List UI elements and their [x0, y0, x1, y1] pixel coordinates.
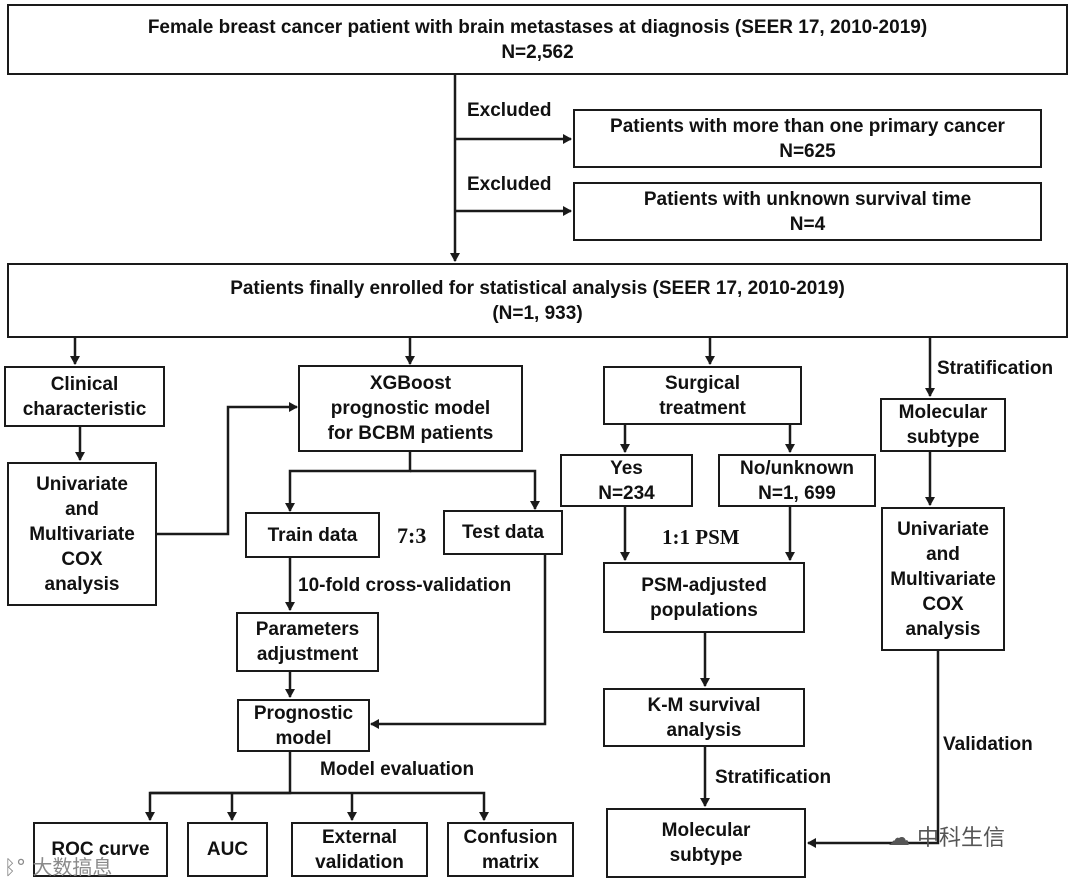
exclusion-unknown-survival-text: Patients with unknown survival time — [643, 188, 972, 210]
exclusion-unknown-survival-box: Patients with unknown survival time N=4 — [573, 182, 1042, 241]
uni-right-line-5: analysis — [905, 618, 981, 640]
molecular-subtype-right-box: Molecular subtype — [880, 398, 1006, 452]
watermark-right: ☁ 中科生信 — [888, 820, 1005, 852]
molecular-subtype-bottom-box: Molecular subtype — [606, 808, 806, 878]
surgery-no-line-2: N=1, 699 — [758, 482, 836, 504]
cohort-count: N=2,562 — [501, 41, 574, 63]
connector-uni-xgboost — [157, 402, 298, 536]
test-data-box: Test data — [443, 510, 563, 555]
enrolled-title: Patients finally enrolled for statistica… — [230, 277, 845, 299]
confusion-line-2: matrix — [481, 851, 540, 873]
connector-eval-bus — [150, 791, 489, 821]
exclusion-unknown-survival-count: N=4 — [789, 213, 826, 235]
parameters-adjustment-box: Parameters adjustment — [236, 612, 379, 672]
watermark-right-text: 中科生信 — [917, 826, 1006, 851]
validation-label: Validation — [943, 734, 1033, 755]
confusion-line-1: Confusion — [463, 826, 558, 848]
uni-right-line-1: Univariate — [897, 518, 989, 540]
external-line-2: validation — [315, 851, 404, 873]
psm-adjusted-line-2: populations — [650, 599, 758, 621]
connector-validation — [807, 651, 940, 848]
clinical-line-1: Clinical — [50, 373, 119, 395]
train-data-label: Train data — [267, 524, 358, 546]
train-data-box: Train data — [245, 512, 380, 558]
uni-left-line-2: and — [65, 498, 99, 520]
surgery-no-box: No/unknown N=1, 699 — [718, 454, 876, 507]
uni-left-line-4: COX — [61, 548, 103, 570]
uni-right-line-3: Multivariate — [890, 568, 996, 590]
exclusion-multiple-primary-text: Patients with more than one primary canc… — [610, 115, 1005, 137]
km-survival-box: K-M survival analysis — [603, 688, 805, 747]
uni-left-line-3: Multivariate — [29, 523, 135, 545]
connector-xgboost-split — [285, 452, 412, 512]
connector-test-prognostic — [370, 553, 547, 729]
confusion-matrix-box: Confusion matrix — [447, 822, 574, 877]
surgical-line-1: Surgical — [665, 372, 740, 394]
auc-box: AUC — [187, 822, 268, 877]
stratification-bottom-label: Stratification — [715, 767, 832, 788]
cohort-box: Female breast cancer patient with brain … — [7, 4, 1068, 75]
surgery-yes-line-2: N=234 — [598, 482, 655, 504]
cohort-title: Female breast cancer patient with brain … — [147, 16, 928, 38]
surgical-treatment-box: Surgical treatment — [603, 366, 802, 425]
xgboost-line-3: for BCBM patients — [327, 423, 494, 444]
uni-left-line-1: Univariate — [36, 473, 128, 495]
watermark-left: ᛒ° 大数搞息 — [4, 851, 112, 880]
connector-prognostic-eval — [145, 752, 292, 821]
mol-bottom-line-1: Molecular — [661, 820, 751, 841]
psm-adjusted-box: PSM-adjusted populations — [603, 562, 805, 633]
surgery-no-line-1: No/unknown — [740, 457, 854, 479]
surgery-yes-box: Yes N=234 — [560, 454, 693, 507]
excluded-label-2: Excluded — [467, 174, 552, 195]
xgboost-line-2: prognostic model — [330, 398, 491, 419]
external-validation-box: External validation — [291, 822, 428, 877]
xgboost-model-box: XGBoost prognostic model for BCBM patien… — [298, 365, 523, 452]
model-evaluation-label: Model evaluation — [320, 759, 475, 780]
wechat-icon: ☁ — [888, 826, 910, 851]
cross-validation-label: 10-fold cross-validation — [298, 575, 512, 596]
uni-right-line-2: and — [926, 543, 960, 565]
univariate-cox-right-box: Univariate and Multivariate COX analysis — [881, 507, 1005, 651]
clinical-line-2: characteristic — [22, 398, 147, 420]
enrolled-count: (N=1, 933) — [492, 302, 583, 324]
km-line-2: analysis — [666, 719, 742, 741]
params-line-1: Parameters — [255, 619, 360, 640]
excluded-label-1: Excluded — [467, 100, 552, 121]
xgboost-line-1: XGBoost — [369, 373, 452, 394]
psm-ratio-label: 1:1 PSM — [662, 525, 740, 549]
surgery-yes-line-1: Yes — [610, 457, 643, 479]
enrolled-box: Patients finally enrolled for statistica… — [7, 263, 1068, 338]
exclusion-multiple-primary-count: N=625 — [779, 140, 836, 162]
connector-split-test — [410, 469, 540, 510]
params-line-2: adjustment — [256, 644, 359, 665]
split-ratio-label: 7:3 — [397, 523, 427, 548]
prognostic-line-2: model — [275, 727, 332, 749]
roc-curve-box: ROC curve — [33, 822, 168, 877]
roc-curve-label: ROC curve — [51, 839, 150, 860]
psm-adjusted-line-1: PSM-adjusted — [641, 574, 767, 596]
mol-right-line-2: subtype — [906, 427, 980, 448]
watermark-left-icon: ᛒ° — [4, 855, 26, 879]
surgical-line-2: treatment — [659, 397, 746, 419]
stratification-right-label: Stratification — [937, 358, 1054, 379]
auc-label: AUC — [206, 839, 249, 860]
external-line-1: External — [322, 826, 397, 848]
prognostic-model-box: Prognostic model — [237, 699, 370, 752]
uni-right-line-4: COX — [922, 593, 964, 615]
watermark-left-text: 大数搞息 — [32, 855, 113, 879]
mol-right-line-1: Molecular — [898, 402, 988, 423]
uni-left-line-5: analysis — [44, 573, 120, 595]
prognostic-line-1: Prognostic — [253, 702, 354, 724]
test-data-label: Test data — [461, 522, 544, 543]
km-line-1: K-M survival — [647, 694, 761, 716]
mol-bottom-line-2: subtype — [669, 845, 743, 866]
clinical-characteristic-box: Clinical characteristic — [4, 366, 165, 427]
univariate-cox-left-box: Univariate and Multivariate COX analysis — [7, 462, 157, 606]
exclusion-multiple-primary-box: Patients with more than one primary canc… — [573, 109, 1042, 168]
